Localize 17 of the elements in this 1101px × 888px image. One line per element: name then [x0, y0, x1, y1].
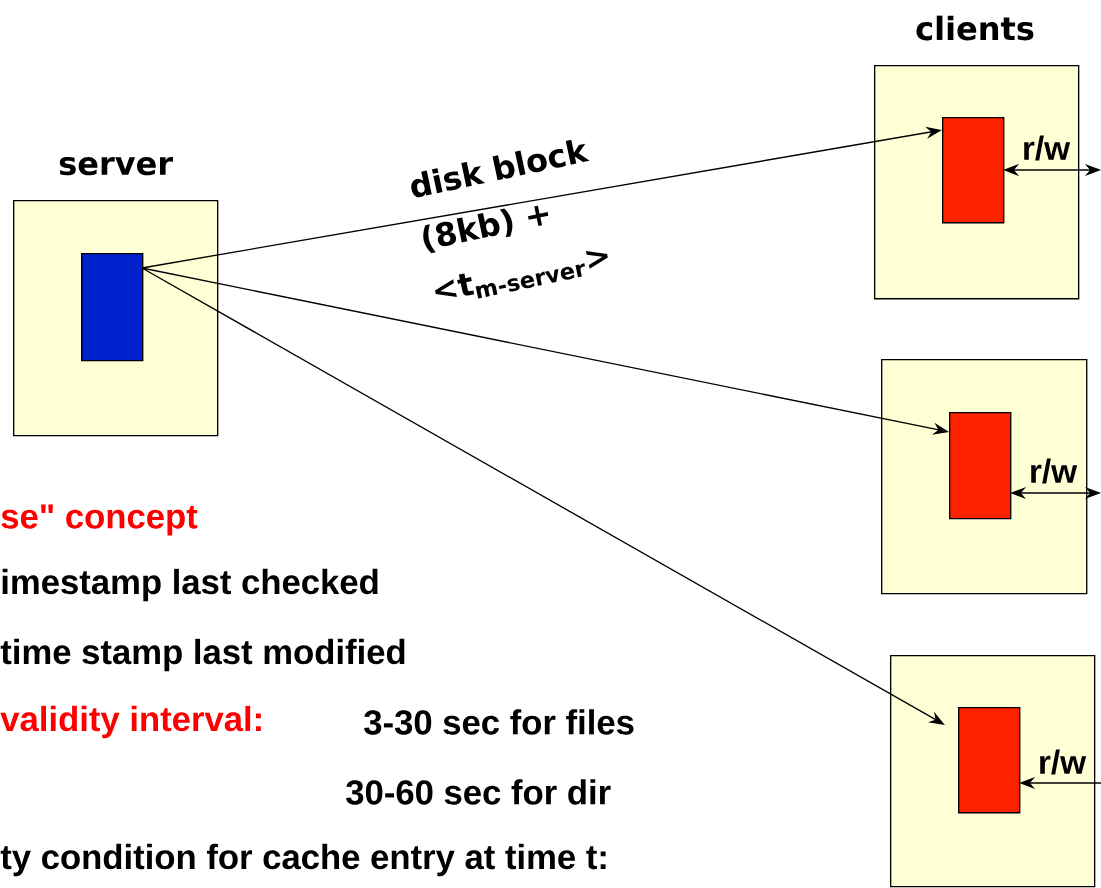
edge-label: r/w	[1027, 457, 1079, 485]
heading: clients	[916, 15, 1034, 41]
cache-block	[949, 412, 1012, 520]
text-line: imestamp last checked	[2, 568, 378, 602]
text-line: 3-30 sec for files	[364, 709, 634, 735]
text-line: validity interval:	[0, 705, 261, 739]
text-line: time stamp last modified	[0, 638, 405, 672]
disk-block	[81, 253, 144, 362]
edge-label: r/w	[1036, 748, 1088, 776]
edge-label: r/w	[1020, 134, 1072, 162]
text-line: 30-60 sec for dir	[346, 779, 611, 805]
edge-label: disk block (8kb) + <t$_{m-server}$>	[411, 139, 608, 299]
node-label: server	[59, 156, 173, 176]
cache-block	[942, 117, 1005, 224]
text-line: se" concept	[1, 504, 198, 536]
cache-block	[958, 707, 1021, 814]
text-line: ty condition for cache entry at time t:	[0, 843, 606, 877]
